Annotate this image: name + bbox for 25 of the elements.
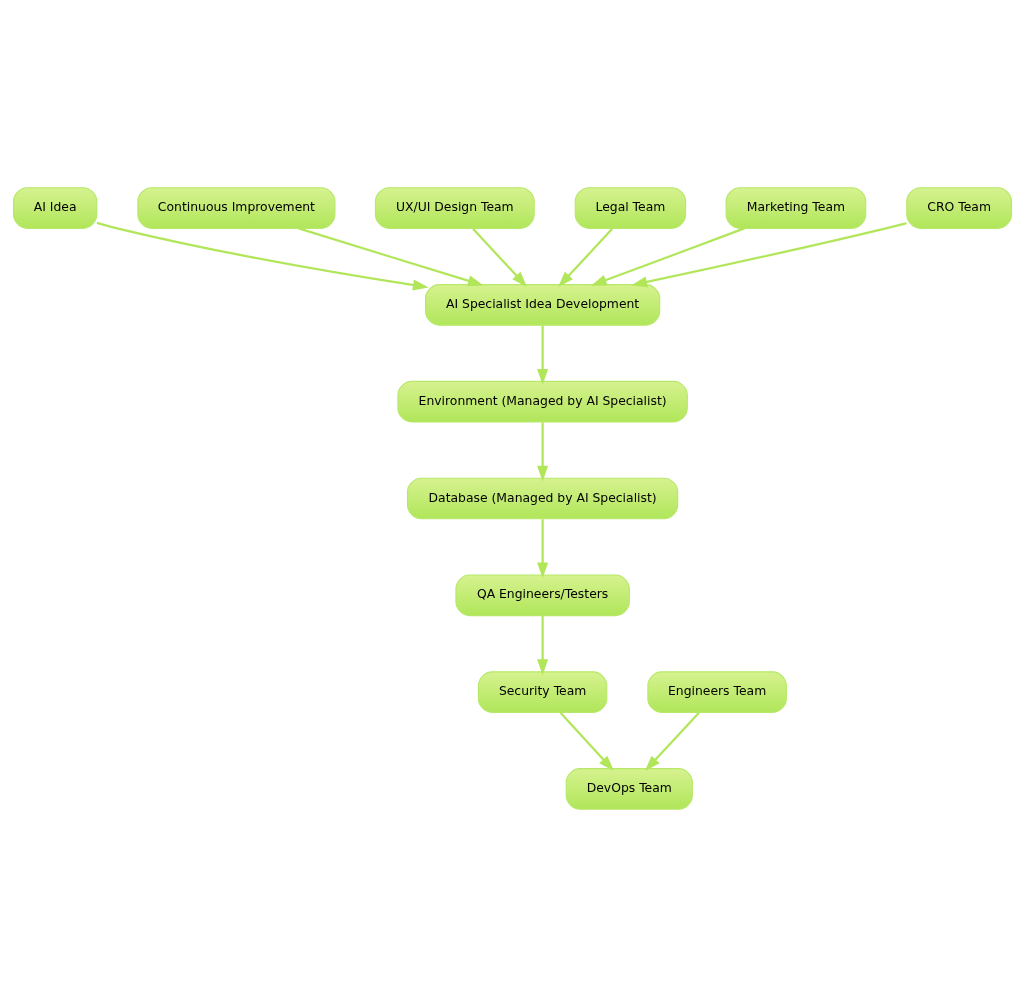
arrow	[471, 227, 527, 287]
node-box: Security Team	[477, 670, 607, 713]
arrow	[557, 227, 613, 287]
arrow	[559, 711, 614, 771]
node-box: Database (Managed by AI Specialist)	[406, 477, 678, 519]
arrow	[536, 615, 548, 675]
node-box: Continuous Improvement	[136, 186, 335, 229]
node-box: AI Specialist Idea Development	[424, 283, 660, 326]
arrow	[536, 518, 548, 578]
node-box: Environment (Managed by AI Specialist)	[396, 380, 688, 422]
node-box: Legal Team	[574, 186, 686, 229]
node-box: CRO Team	[905, 186, 1012, 229]
arrow	[590, 226, 745, 286]
arrow	[96, 221, 429, 291]
node-box: QA Engineers/Testers	[454, 574, 630, 616]
arrow	[536, 325, 548, 385]
arrow	[630, 221, 907, 287]
node-box: UX/UI Design Team	[374, 186, 535, 229]
arrow	[644, 711, 700, 771]
arrow	[536, 421, 548, 482]
arrow	[297, 226, 484, 286]
node-box: DevOps Team	[565, 767, 693, 810]
node-box: Marketing Team	[725, 186, 866, 229]
node-box: AI Idea	[12, 186, 97, 229]
node-box: Engineers Team	[646, 670, 787, 713]
